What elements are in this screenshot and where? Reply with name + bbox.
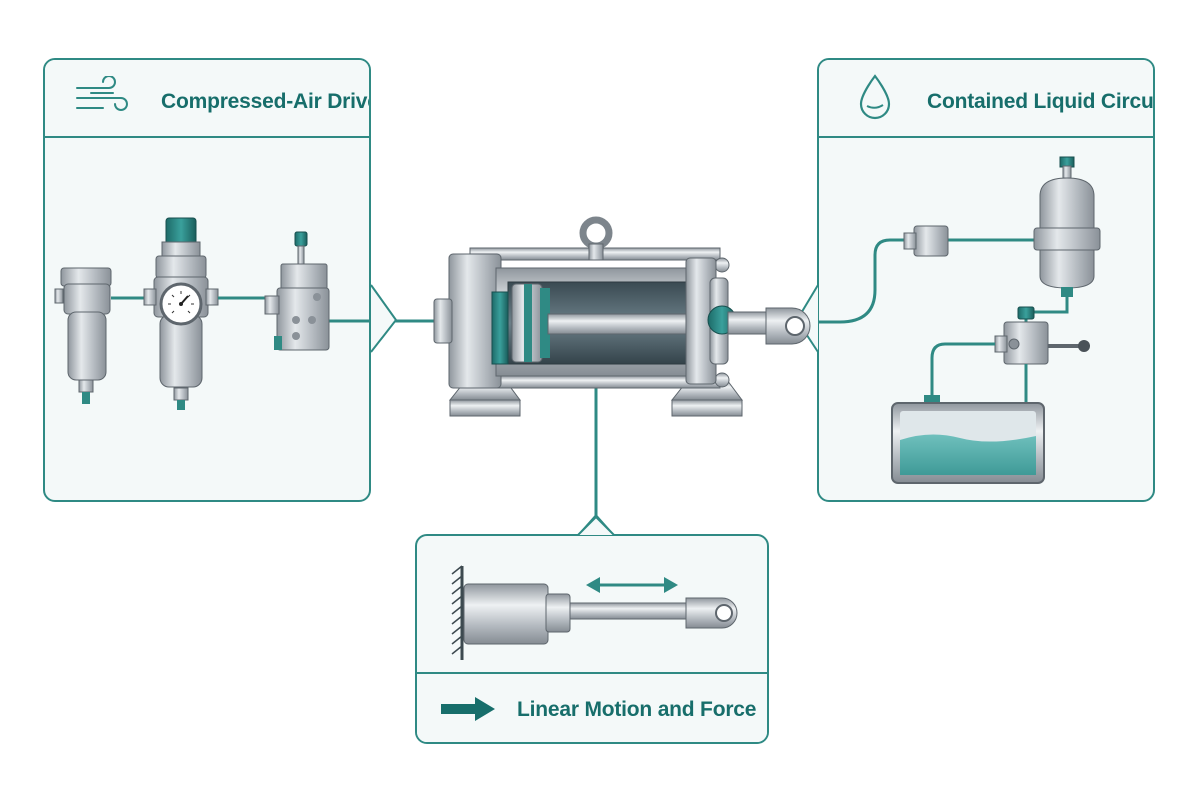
motion-panel-pointer [577,515,615,536]
inline-fitting [903,225,949,257]
droplet-icon [859,74,891,120]
double-arrow-icon [586,577,678,593]
accumulator [1033,156,1101,297]
arrow-right-icon [441,697,495,721]
linear-motion-panel-footer: Linear Motion and Force [417,672,767,742]
liquid-circuit-panel-header: Contained Liquid Circuit [819,60,1153,138]
reservoir-tank [891,395,1045,484]
air-panel-pointer [370,284,398,353]
control-valve [994,306,1090,365]
liquid-line-return [930,342,995,400]
liquid-circuit-title: Contained Liquid Circuit [927,90,1155,113]
directional-valve [264,231,330,351]
liquid-circuit-panel: Contained Liquid Circuit [817,58,1155,502]
compressed-air-title: Compressed-Air Drive [161,90,371,113]
pressure-gauge-icon [159,282,203,326]
air-filter [54,267,112,404]
mounting-wall [451,565,464,660]
compressed-air-panel-header: Compressed-Air Drive [45,60,369,138]
linear-motion-title: Linear Motion and Force [517,698,757,721]
wind-icon [76,76,128,111]
actuator-diagram [463,583,738,645]
main-cylinder [433,216,811,417]
